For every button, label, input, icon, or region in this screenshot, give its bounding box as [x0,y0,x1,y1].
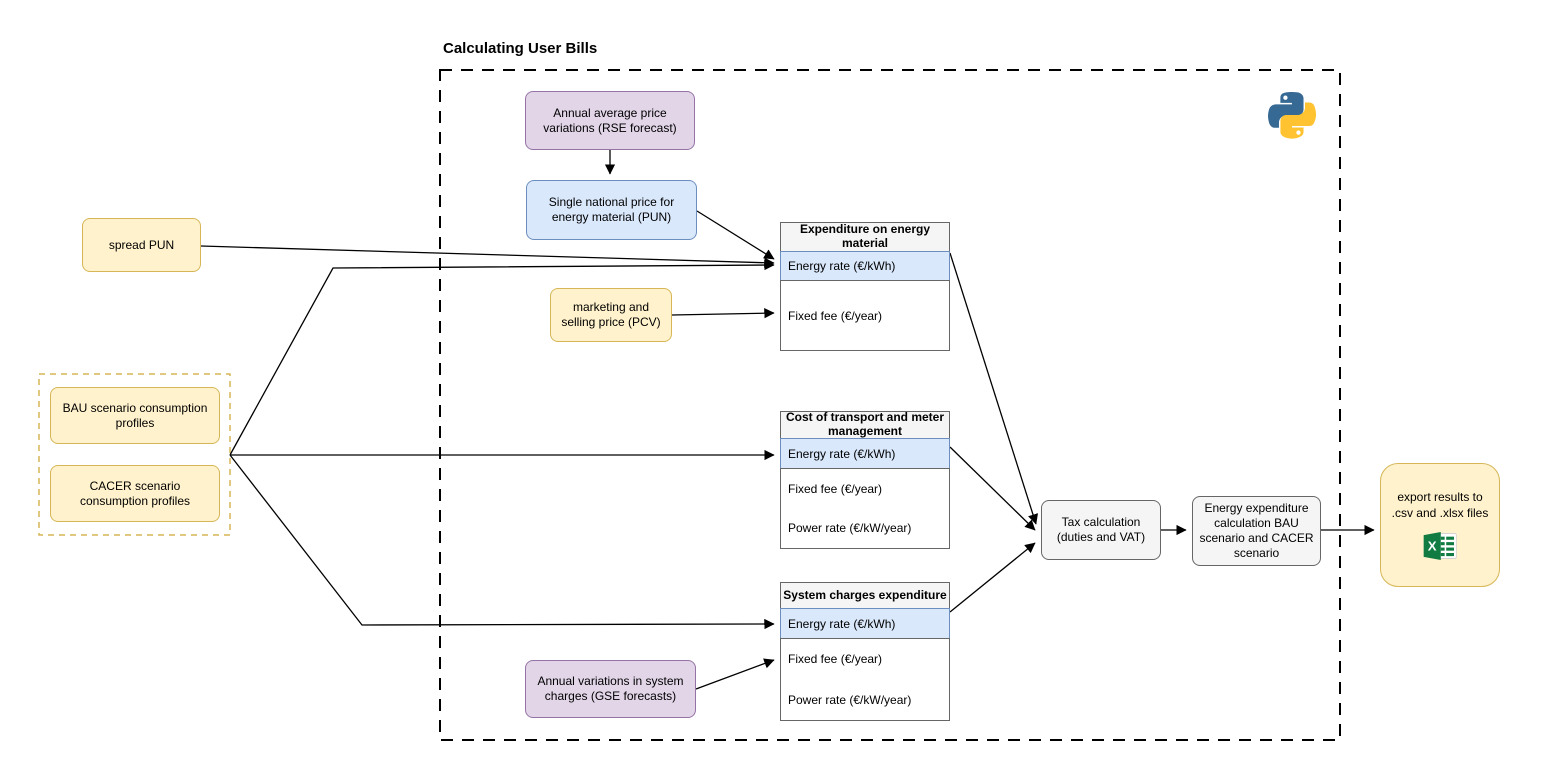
node-energy-expenditure: Energy expenditure calculation BAU scena… [1192,496,1321,566]
connector-spread-pun-to-energy-rate-1 [200,245,775,268]
node-pcv-label: marketing and selling price (PCV) [561,300,661,329]
connector-table3-to-tax [949,542,1036,613]
table-row-energy-rate: Energy rate (€/kWh) [780,251,950,281]
table-body: Fixed fee (€/year) [780,280,950,351]
table-system-charges: System charges expenditure Energy rate (… [780,582,950,721]
node-bau-profiles-label: BAU scenario consumption profiles [62,400,208,430]
table-header: System charges expenditure [780,582,950,609]
node-bau-profiles: BAU scenario consumption profiles [50,387,220,444]
node-gse-forecasts-label: Annual variations in system charges (GSE… [537,674,684,703]
connector-profiles-to-energy-rate-3 [229,454,775,630]
table-row-energy-rate: Energy rate (€/kWh) [780,608,950,639]
node-pcv: marketing and selling price (PCV) [550,288,672,342]
table-row-label: Energy rate (€/kWh) [788,259,896,273]
connector-profiles-to-energy-rate-1 [229,259,775,456]
python-icon [1262,90,1322,152]
table-row-power-rate: Power rate (€/kW/year) [788,692,912,707]
node-gse-forecasts: Annual variations in system charges (GSE… [525,660,696,718]
node-export-results-label: export results to .csv and .xlsx files [1391,490,1489,520]
node-tax-calculation: Tax calculation (duties and VAT) [1041,500,1161,560]
table-row-label: Energy rate (€/kWh) [788,446,896,461]
table-row-power-rate: Power rate (€/kW/year) [788,521,912,536]
table-row-label: Energy rate (€/kWh) [788,616,896,631]
node-cacer-profiles: CACER scenario consumption profiles [50,465,220,522]
table-row-fixed-fee: Fixed fee (€/year) [788,652,883,667]
node-rse-forecast: Annual average price variations (RSE for… [525,91,695,150]
node-cacer-profiles-label: CACER scenario consumption profiles [79,478,191,508]
node-energy-expenditure-label: Energy expenditure calculation BAU scena… [1199,501,1314,560]
table-row-energy-rate: Energy rate (€/kWh) [780,438,950,469]
table-transport-meter: Cost of transport and meter management E… [780,410,950,549]
node-spread-pun: spread PUN [82,218,201,272]
table-row-fixed-fee: Fixed fee (€/year) [788,308,883,323]
table-expenditure-energy-material: Expenditure on energy material Energy ra… [780,222,950,351]
svg-text:X: X [1428,538,1437,553]
table-body: Fixed fee (€/year) Power rate (€/kW/year… [780,638,950,721]
connector-gse-to-fixed-fee-3 [695,658,775,690]
node-pun-label: Single national price for energy materia… [548,195,675,224]
node-export-results: export results to .csv and .xlsx files X [1380,463,1500,587]
excel-icon: X [1422,531,1458,560]
node-pun: Single national price for energy materia… [526,180,697,240]
table-row-fixed-fee: Fixed fee (€/year) [788,481,883,496]
connector-table1-to-tax [949,252,1039,525]
table-header: Expenditure on energy material [780,222,950,252]
table-header: Cost of transport and meter management [780,410,950,439]
page-title: Calculating User Bills [443,40,598,57]
node-rse-forecast-label: Annual average price variations (RSE for… [543,105,677,135]
connector-pun-to-energy-rate-1 [696,210,775,260]
node-spread-pun-label: spread PUN [108,237,175,252]
connector-table2-to-tax [949,446,1036,531]
connector-pcv-to-fixed-fee-1 [671,307,775,319]
table-body: Fixed fee (€/year) Power rate (€/kW/year… [780,468,950,549]
node-tax-calculation-label: Tax calculation (duties and VAT) [1056,515,1146,544]
